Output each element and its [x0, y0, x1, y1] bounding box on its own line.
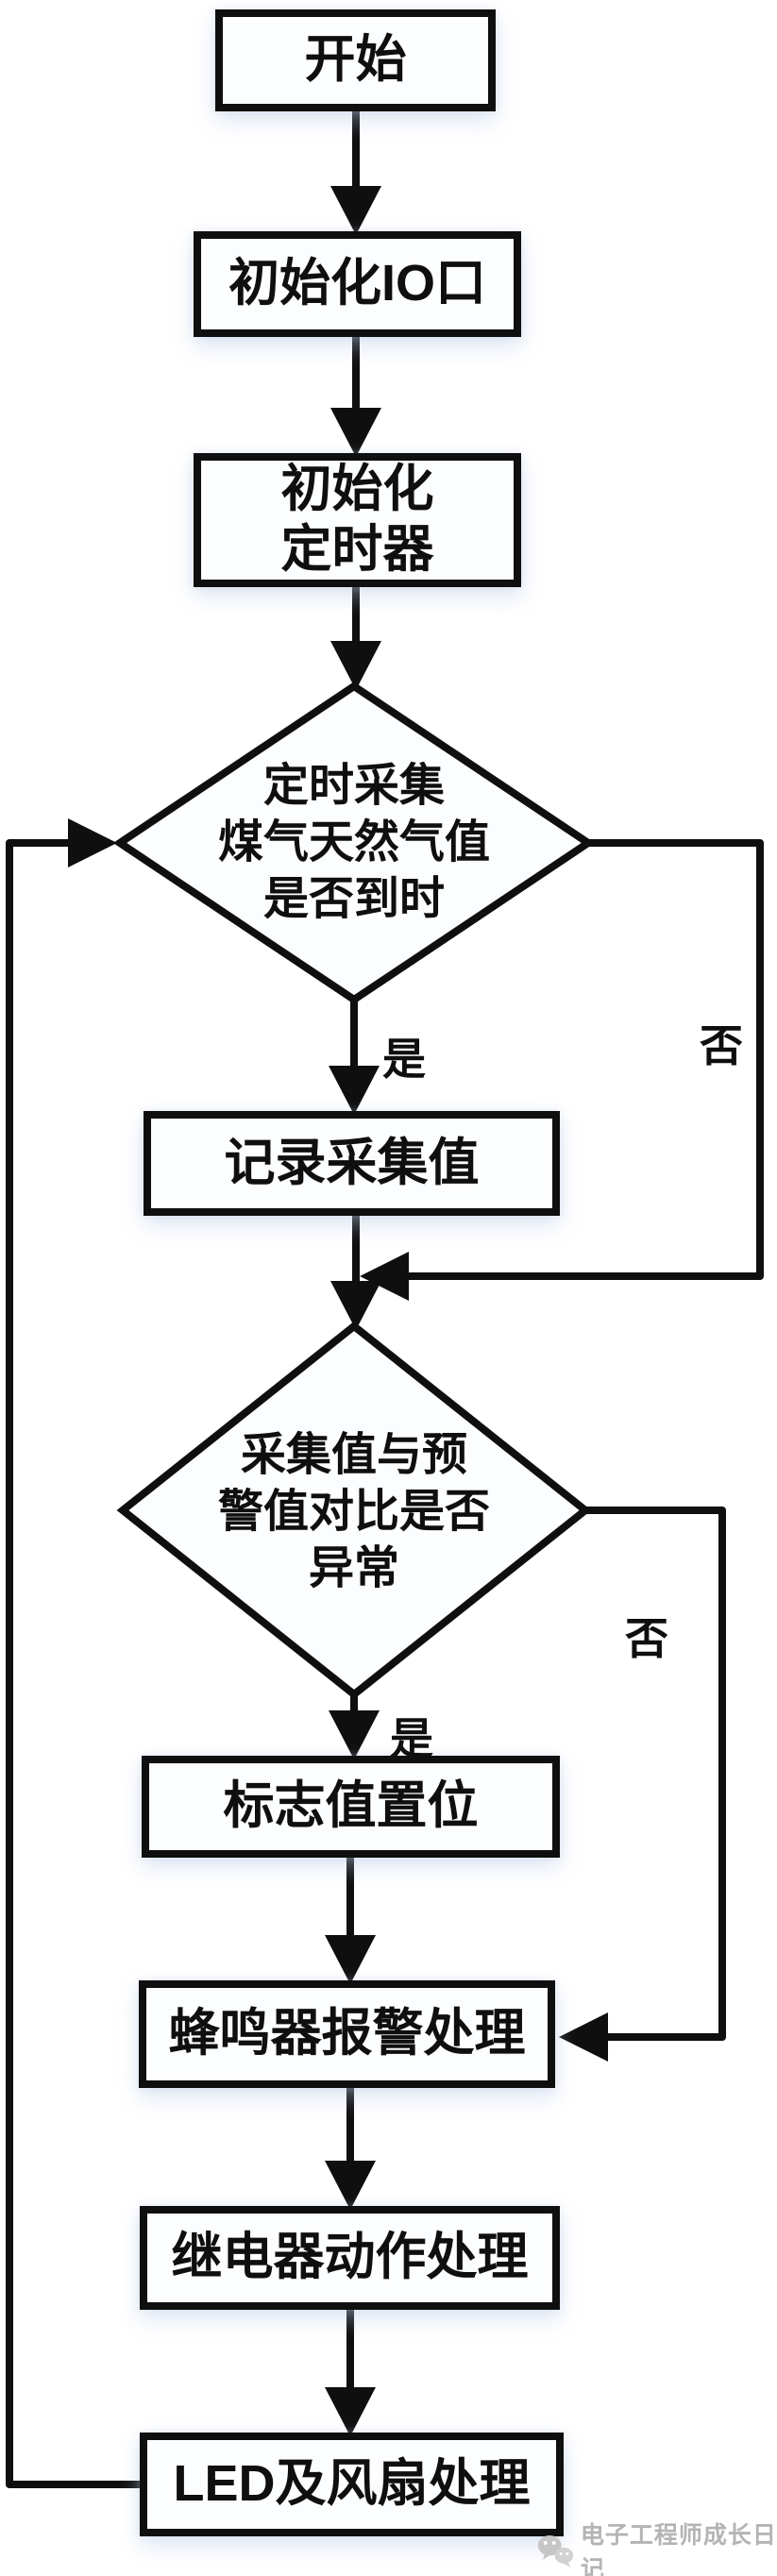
decision-compare-diamond	[116, 1321, 592, 1700]
node-record-label: 记录采集值	[224, 1134, 480, 1191]
edge-decision-compare-yes	[329, 1691, 380, 1759]
edge-decision-timing-no-loop	[360, 839, 764, 1301]
edge-led-fan-loop-back	[6, 818, 144, 2488]
decision-timing-line1: 定时采集	[262, 761, 445, 811]
decision-compare-line3: 异常	[308, 1543, 399, 1593]
edge-init-io-to-init-timer	[330, 333, 381, 457]
decision-timing-line3: 是否到时	[262, 874, 445, 924]
wechat-icon	[537, 2534, 574, 2568]
decision-compare-label: 采集值与预 警值对比是否 异常	[123, 1418, 585, 1607]
node-init-timer-line1: 初始化	[280, 461, 434, 518]
node-init-io-label: 初始化IO口	[228, 255, 486, 312]
node-init-timer: 初始化 定时器	[194, 453, 521, 587]
edge-decision-timing-yes	[329, 996, 380, 1115]
decision-compare-line1: 采集值与预	[240, 1430, 467, 1480]
decision-timing-label: 定时采集 煤气天然气值 是否到时	[120, 749, 588, 937]
edge-decision-compare-no	[559, 1507, 726, 2062]
edge-init-timer-to-decision-timing	[330, 583, 381, 690]
decision-timing-diamond	[112, 682, 596, 1004]
edge-label-timing-no: 否	[700, 1021, 743, 1070]
edge-relay-to-led-fan	[325, 2306, 376, 2436]
decision-timing-line2: 煤气天然气值	[217, 817, 490, 867]
edge-label-compare-yes: 是	[390, 1714, 433, 1763]
node-record: 记录采集值	[144, 1111, 560, 1216]
edge-buzzer-to-relay	[325, 2084, 376, 2210]
node-led-fan-label: LED及风扇处理	[173, 2455, 531, 2513]
node-buzzer-label: 蜂鸣器报警处理	[168, 2005, 526, 2062]
decision-compare-line2: 警值对比是否	[217, 1487, 490, 1537]
watermark-text: 电子工程师成长日记	[580, 2522, 777, 2576]
node-buzzer: 蜂鸣器报警处理	[139, 1980, 555, 2088]
node-start: 开始	[215, 9, 496, 111]
node-relay-label: 继电器动作处理	[171, 2229, 529, 2286]
node-set-flag-label: 标志值置位	[223, 1777, 479, 1835]
edge-label-compare-no: 否	[625, 1614, 668, 1663]
edge-set-flag-to-buzzer	[325, 1854, 376, 1984]
edge-label-timing-yes: 是	[382, 1035, 426, 1084]
node-set-flag: 标志值置位	[142, 1756, 560, 1858]
watermark: 电子工程师成长日记	[536, 2517, 777, 2576]
node-led-fan: LED及风扇处理	[140, 2433, 564, 2536]
node-init-timer-line2: 定时器	[280, 521, 434, 578]
node-start-label: 开始	[304, 31, 407, 89]
node-relay: 继电器动作处理	[140, 2206, 560, 2310]
edge-record-to-decision-compare	[330, 1212, 381, 1330]
node-init-io: 初始化IO口	[194, 231, 521, 337]
edge-start-to-init-io	[330, 108, 381, 235]
